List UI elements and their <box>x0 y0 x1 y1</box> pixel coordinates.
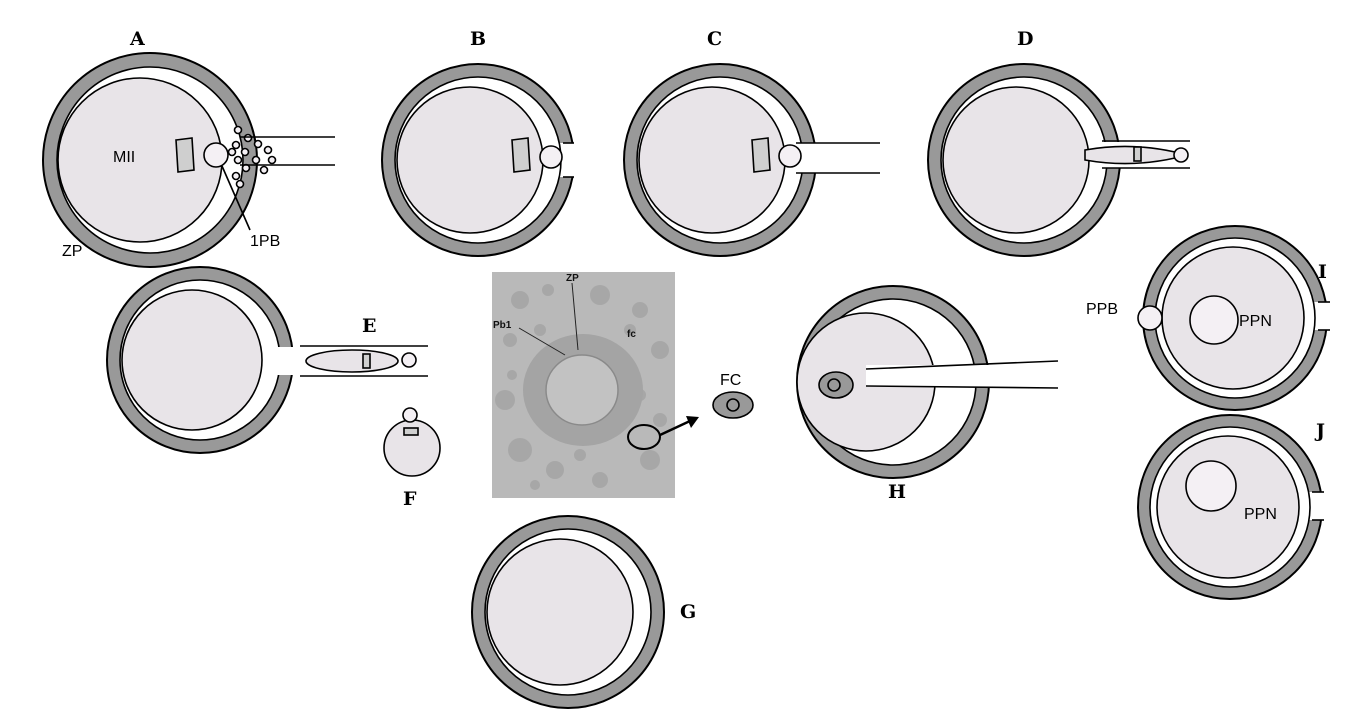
enucleated-ooplasm <box>486 538 634 686</box>
pipette-wall-top <box>865 360 1059 370</box>
panel-b: B <box>381 28 583 257</box>
metaphase-spindle <box>362 353 371 369</box>
first-polar-body <box>539 145 563 169</box>
photo-zp-label: ZP <box>566 273 579 284</box>
oocyte-image <box>545 354 619 426</box>
arrow-head <box>686 416 699 428</box>
ppb-label: PPB <box>1086 301 1118 318</box>
ooplasm <box>1156 435 1300 579</box>
metaphase-spindle <box>403 427 419 436</box>
injection-pipette-lumen <box>866 365 1066 387</box>
panel-f: F <box>383 407 441 510</box>
panel-e: E <box>106 266 430 454</box>
mii-label: MII <box>113 149 135 166</box>
panel-label-c: C <box>707 28 722 50</box>
panel-label-f: F <box>403 488 417 510</box>
ooplasm <box>57 77 223 243</box>
panel-h: H <box>796 285 1066 503</box>
panel-label-b: B <box>470 28 486 50</box>
pb-leader-line <box>221 165 251 231</box>
zp-label: ZP <box>62 243 82 260</box>
selected-cumulus-cell <box>627 424 661 450</box>
panel-label-h: H <box>888 481 906 503</box>
panel-label-e: E <box>362 315 376 337</box>
cumulus-cells <box>227 125 277 189</box>
panel-label-a: A <box>129 28 145 50</box>
karyoplast <box>305 349 399 373</box>
first-polar-body <box>778 144 802 168</box>
fc-nucleus <box>726 398 740 412</box>
first-polar-body-label: 1PB <box>250 233 280 250</box>
pipette-lumen <box>796 143 886 173</box>
fc-cell: FC <box>659 372 754 437</box>
first-polar-body <box>1173 147 1189 163</box>
cumulus-oocyte-micrograph: ZP Pb1 fc <box>492 272 675 498</box>
metaphase-spindle <box>1133 146 1142 162</box>
photo-fc-label: fc <box>627 329 636 340</box>
panel-i: I PPB PPN <box>1086 225 1338 411</box>
panel-label-g: G <box>680 601 696 623</box>
ppn-label-i: PPN <box>1239 313 1272 330</box>
pseudo-polar-body <box>1137 305 1163 331</box>
cumulus-texture <box>495 284 669 490</box>
panel-label-j: J <box>1314 420 1325 442</box>
panel-d: D <box>927 28 1192 257</box>
fc-label: FC <box>720 372 741 389</box>
metaphase-spindle <box>511 137 531 173</box>
zp-pointer <box>571 282 579 351</box>
ooplasm <box>942 86 1090 234</box>
pb1-pointer <box>518 327 566 356</box>
metaphase-spindle <box>751 137 771 173</box>
panel-j: J PPN <box>1137 414 1332 600</box>
photo-pb1-label: Pb1 <box>493 320 512 331</box>
panel-label-d: D <box>1017 28 1033 50</box>
fc-nucleus <box>827 378 841 392</box>
ppn-label-j: PPN <box>1244 506 1277 523</box>
panel-c: C <box>623 28 886 257</box>
panel-g: G <box>471 515 696 709</box>
first-polar-body <box>203 142 229 168</box>
pseudo-pronucleus <box>1185 460 1237 512</box>
panel-a: A MII ZP 1PB <box>42 28 335 268</box>
pipette-wall-bottom <box>865 385 1059 389</box>
first-polar-body <box>402 407 418 423</box>
panel-label-i: I <box>1318 261 1327 283</box>
arrow-shaft <box>659 419 691 437</box>
metaphase-spindle <box>175 137 195 173</box>
ooplasm <box>121 289 263 431</box>
first-polar-body <box>401 352 417 368</box>
pseudo-pronucleus <box>1189 295 1239 345</box>
